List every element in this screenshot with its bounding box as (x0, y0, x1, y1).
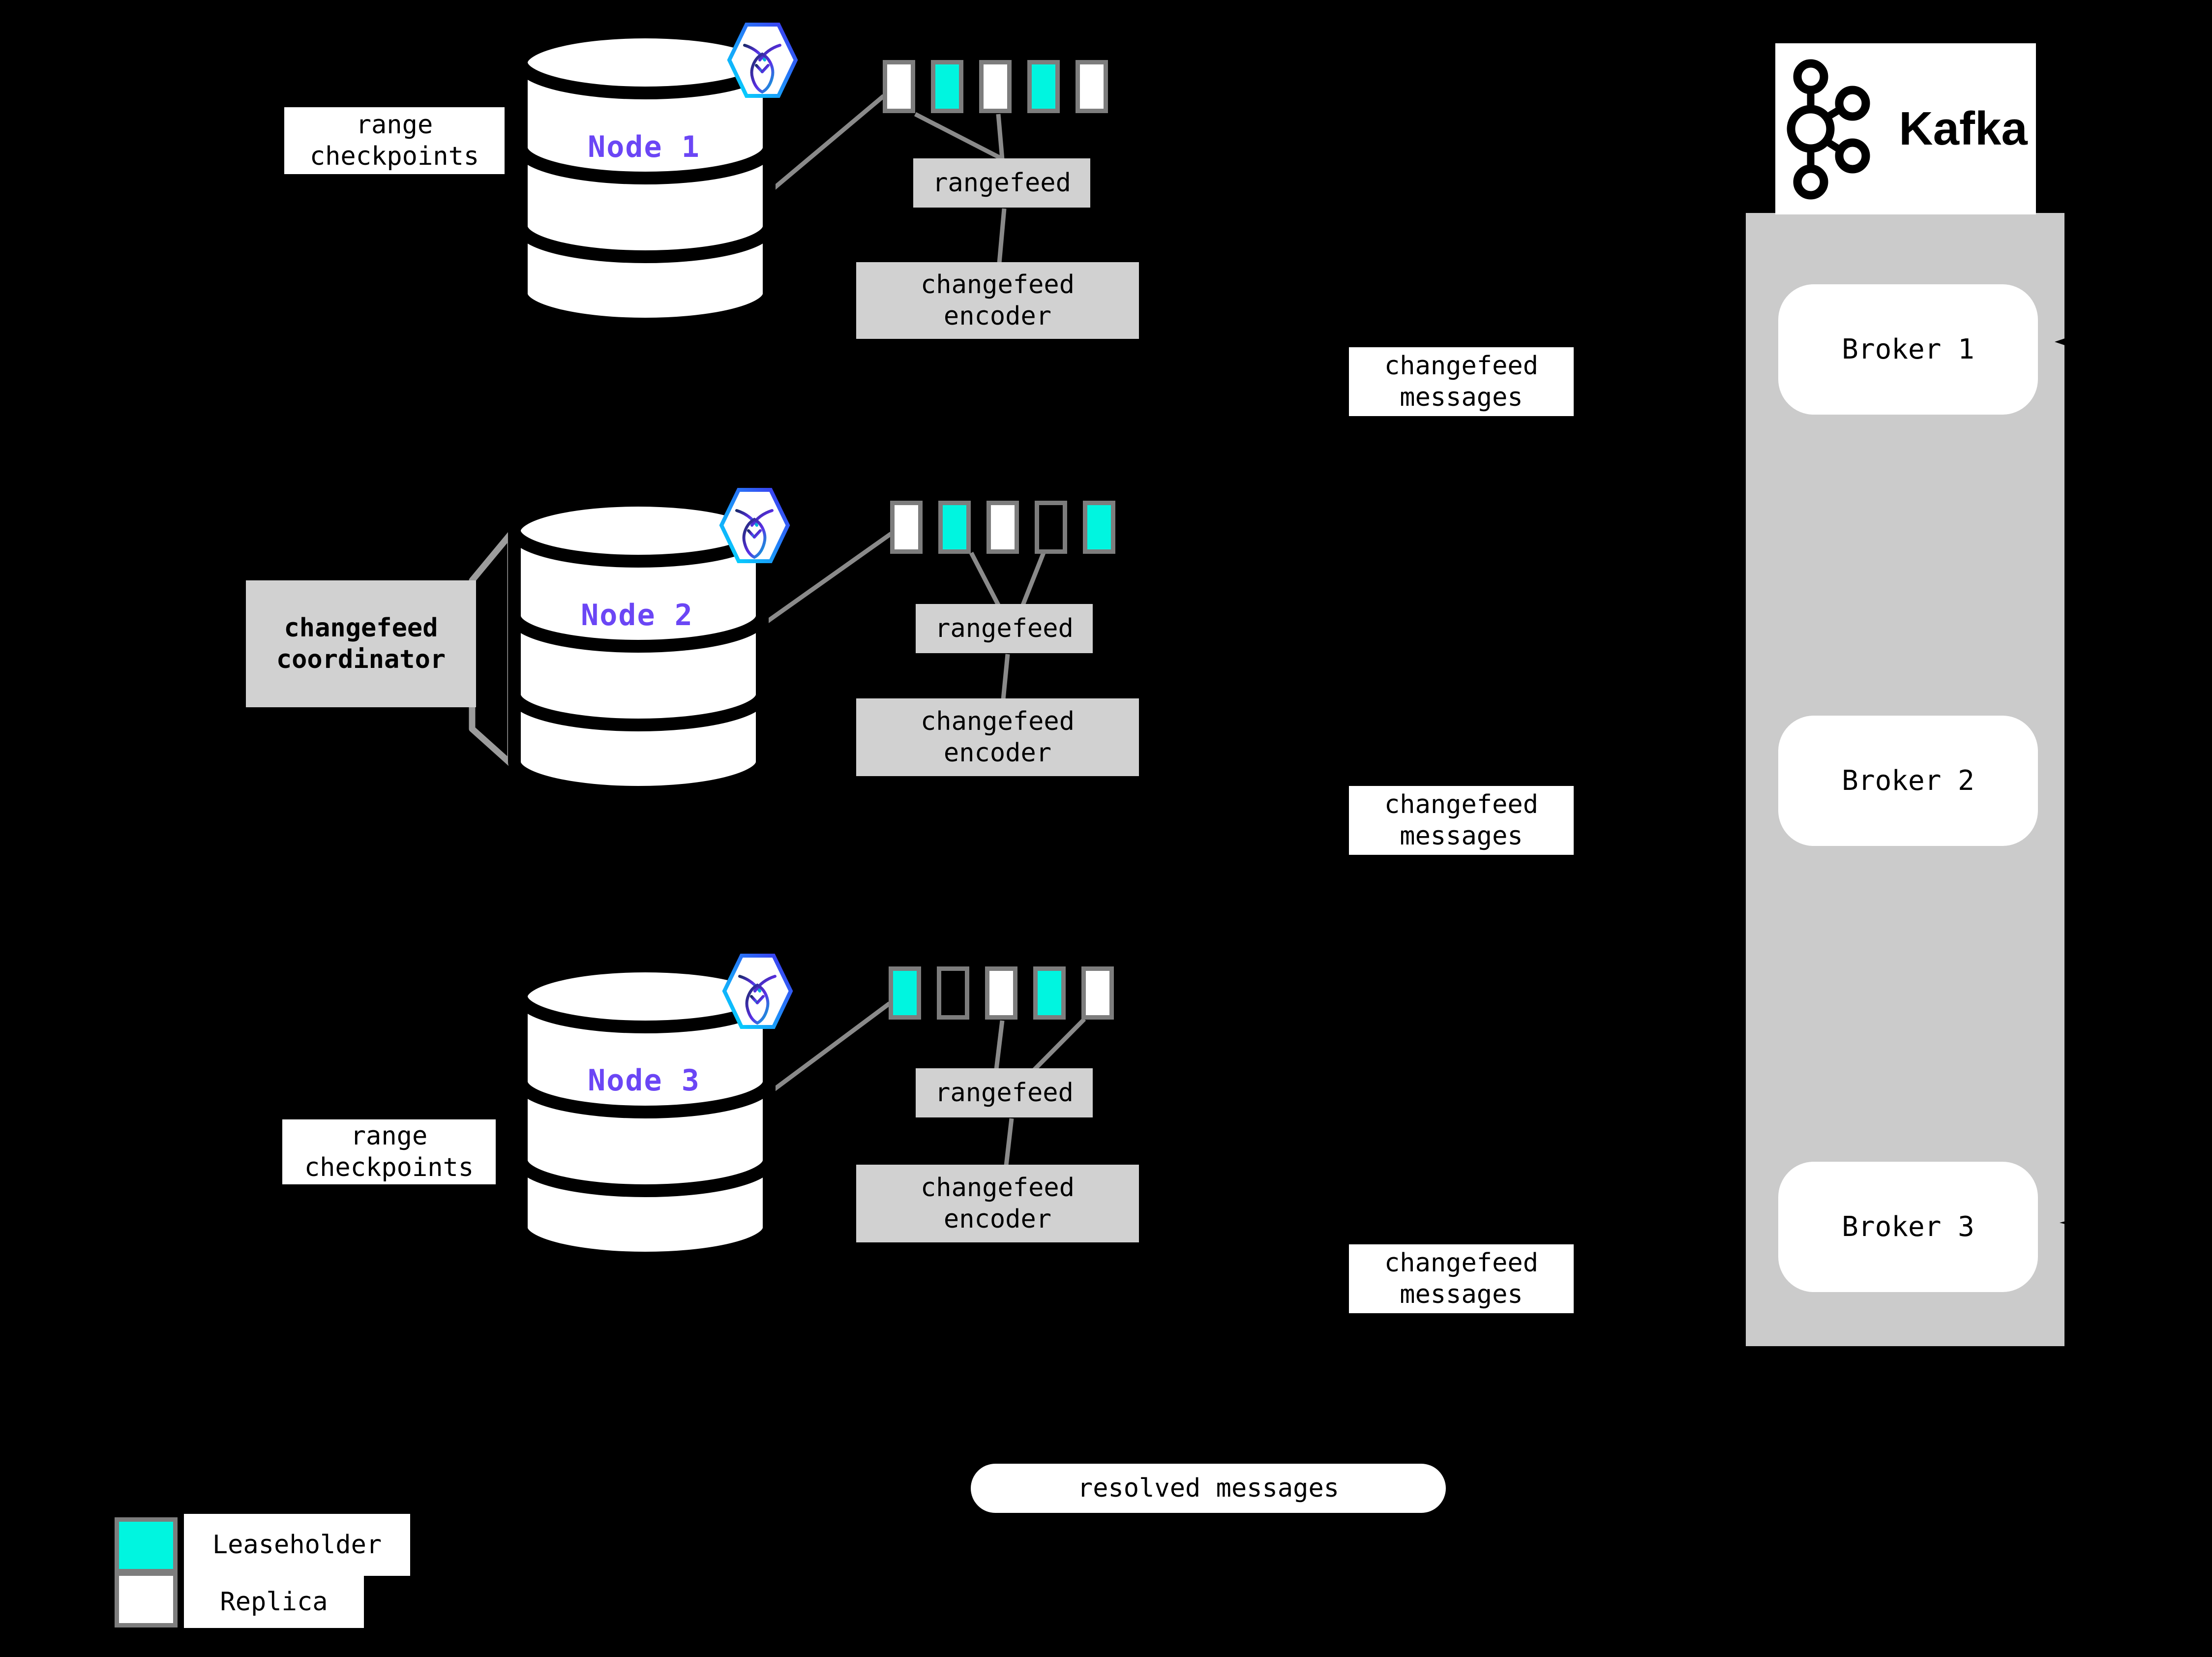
range-checkpoints-line2: checkpoints (309, 142, 479, 171)
broker-1-label: Broker 1 (1842, 333, 1974, 365)
legend-leaseholder-swatch (115, 1517, 178, 1573)
line-range1b-to-rangefeed1 (996, 114, 1005, 160)
encoder-label-line1: changefeed (920, 707, 1075, 736)
range-checkpoints-line1: range (356, 110, 433, 140)
kafka-broker-3: Broker 3 (1778, 1162, 2038, 1292)
kafka-broker-1: Broker 1 (1778, 284, 2038, 415)
kafka-logo-box: Kafka (1775, 43, 2036, 214)
legend-replica-label-box: Replica (184, 1576, 364, 1628)
encoder-label-line2: encoder (943, 1205, 1052, 1234)
messages-label-line1: changefeed (1384, 351, 1539, 381)
range-leaseholder-square (938, 501, 971, 554)
node2-cylinder (508, 494, 769, 799)
messages-label-line2: messages (1400, 383, 1523, 412)
messages-label-line1: changefeed (1384, 790, 1539, 819)
range-replica-square (1076, 60, 1108, 113)
resolved-messages-label: resolved messages (1077, 1474, 1340, 1503)
range-replica-square (979, 60, 1012, 113)
coordinator-flap (469, 531, 514, 767)
changefeed-messages-box-2: changefeed messages (1349, 786, 1574, 855)
range-leaseholder-square (1033, 966, 1066, 1020)
broker-3-label: Broker 3 (1842, 1211, 1974, 1243)
legend-replica-label: Replica (220, 1587, 328, 1617)
cockroachdb-badge-node3 (722, 954, 793, 1029)
node1-label: Node 1 (588, 130, 700, 164)
line-node2-to-range (765, 532, 893, 624)
line-rangefeed2-to-encoder2 (1001, 654, 1010, 700)
node1-cylinder (515, 26, 776, 331)
rangefeed-box-node1: rangefeed (913, 158, 1090, 208)
resolved-messages-pill: resolved messages (971, 1464, 1446, 1513)
legend-leaseholder-label: Leaseholder (212, 1530, 382, 1560)
changefeed-encoder-box-node3: changefeed encoder (856, 1165, 1139, 1242)
rangefeed-label: rangefeed (932, 168, 1071, 198)
line-range2a-to-rangefeed2 (969, 551, 1000, 606)
kafka-logo-text: Kafka (1899, 102, 2028, 155)
rangefeed-label: rangefeed (935, 614, 1074, 643)
kafka-broker-2: Broker 2 (1778, 716, 2038, 846)
range-empty-square (1035, 501, 1067, 554)
kafka-icon (1787, 59, 1870, 200)
line-node3-to-range (771, 1001, 891, 1093)
range-replica-square (890, 501, 923, 554)
range-checkpoints-line2: checkpoints (304, 1153, 474, 1182)
range-replica-square (986, 501, 1019, 554)
rangefeed-label: rangefeed (935, 1078, 1074, 1108)
messages-label-line1: changefeed (1384, 1248, 1539, 1278)
range-replica-square (985, 966, 1017, 1020)
encoder-label-line1: changefeed (920, 270, 1075, 300)
line-rangefeed3-to-encoder3 (1004, 1118, 1014, 1166)
legend-leaseholder-label-box: Leaseholder (184, 1514, 410, 1576)
messages-label-line2: messages (1400, 1280, 1523, 1309)
changefeed-coordinator-box: changefeed coordinator (246, 580, 476, 707)
range-checkpoints-box-node1: range checkpoints (284, 107, 505, 174)
encoder-label-line1: changefeed (920, 1173, 1075, 1203)
line-rangefeed1-to-encoder1 (997, 208, 1007, 264)
range-leaseholder-square (1027, 60, 1060, 113)
encoder-label-line2: encoder (943, 738, 1052, 768)
rangefeed-box-node3: rangefeed (916, 1068, 1093, 1117)
range-checkpoints-box-node3: range checkpoints (282, 1119, 496, 1184)
node2-label: Node 2 (581, 598, 693, 633)
changefeed-encoder-box-node2: changefeed encoder (856, 698, 1139, 776)
legend-replica-swatch (115, 1571, 178, 1627)
range-replica-square (1081, 966, 1114, 1020)
connector-lines (765, 94, 1086, 1166)
line-range1a-to-rangefeed1 (914, 112, 1005, 162)
range-checkpoints-line1: range (350, 1121, 428, 1151)
node3-cylinder (515, 960, 776, 1265)
range-empty-square (937, 966, 969, 1020)
changefeed-messages-box-1: changefeed messages (1349, 347, 1574, 416)
coordinator-label-line2: coordinator (276, 645, 446, 674)
changefeed-encoder-box-node1: changefeed encoder (856, 262, 1139, 339)
broker-2-label: Broker 2 (1842, 765, 1974, 797)
range-leaseholder-square (889, 966, 921, 1020)
line-range3b-to-rangefeed3 (1032, 1017, 1086, 1072)
line-node1-to-range (768, 94, 885, 194)
range-leaseholder-square (931, 60, 963, 113)
range-replica-square (883, 60, 915, 113)
node3-label: Node 3 (588, 1063, 700, 1098)
coordinator-label-line1: changefeed (284, 613, 438, 643)
arrowhead-into-broker3 (2060, 1217, 2083, 1229)
cockroachdb-badge-node2 (719, 488, 790, 563)
encoder-label-line2: encoder (943, 301, 1052, 331)
kafka-cluster-container: Broker 1 Broker 2 Broker 3 (1746, 213, 2064, 1346)
cockroachdb-badge-node1 (727, 23, 798, 98)
arrowhead-into-broker1 (2055, 329, 2094, 355)
line-range3a-to-rangefeed3 (994, 1020, 1005, 1070)
rangefeed-box-node2: rangefeed (916, 604, 1093, 653)
messages-label-line2: messages (1400, 821, 1523, 851)
line-range2b-to-rangefeed2 (1020, 552, 1046, 606)
changefeed-messages-box-3: changefeed messages (1349, 1244, 1574, 1313)
range-leaseholder-square (1083, 501, 1115, 554)
